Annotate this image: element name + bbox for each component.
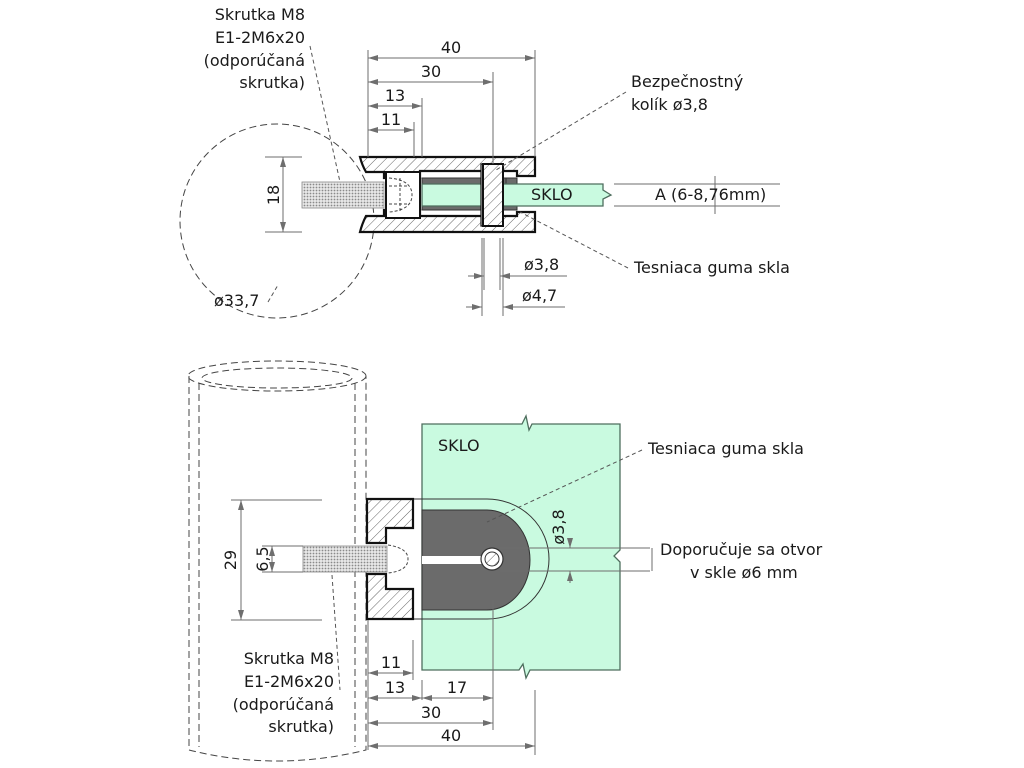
front-view: SKLO 29 6,5 ø3,8 Doporučuje sa bbox=[187, 360, 823, 762]
glass-label-front: SKLO bbox=[438, 436, 480, 455]
pipe-diameter-leader bbox=[267, 284, 279, 303]
pin-label-line2: kolík ø3,8 bbox=[631, 95, 708, 114]
dim-17-front: 17 bbox=[447, 678, 467, 697]
gasket-label-top: Tesniaca guma skla bbox=[633, 258, 790, 277]
pipe-outline-hidden bbox=[179, 123, 375, 319]
dim-13-front: 13 bbox=[385, 678, 405, 697]
glass-top-view bbox=[421, 183, 613, 207]
pin-label-line1: Bezpečnostný bbox=[631, 72, 743, 91]
pipe-hidden-outer bbox=[188, 376, 367, 762]
safety-pin bbox=[482, 163, 504, 227]
screw-head bbox=[385, 171, 421, 219]
screw-label-line4: skrutka) bbox=[239, 73, 305, 92]
dim-13-top: 13 bbox=[385, 86, 405, 105]
gasket-leader-top bbox=[519, 211, 629, 269]
dim-40-top: 40 bbox=[441, 38, 461, 57]
screw-label-line1: Skrutka M8 bbox=[215, 5, 305, 24]
hole-note-line1: Doporučuje sa otvor bbox=[660, 540, 823, 559]
dim-hole-diameter-top: ø4,7 bbox=[522, 286, 557, 305]
gasket-label-front: Tesniaca guma skla bbox=[647, 439, 804, 458]
screw-leader-front bbox=[331, 574, 341, 691]
screw-label-line3: (odporúčaná bbox=[204, 51, 305, 70]
pin-leader bbox=[495, 91, 627, 171]
screw-label-front-line1: Skrutka M8 bbox=[244, 649, 334, 668]
screw-thread-front bbox=[302, 545, 388, 573]
dim-11-front: 11 bbox=[381, 653, 401, 672]
dim-pin-diameter-top: ø3,8 bbox=[524, 255, 559, 274]
top-view: Skrutka M8 E1-2M6x20 (odporúčaná skrutka… bbox=[179, 5, 790, 319]
dim-18: 18 bbox=[264, 185, 283, 205]
dim-6-5: 6,5 bbox=[253, 546, 272, 571]
clamp-body-front-upper bbox=[365, 497, 415, 545]
dim-29: 29 bbox=[221, 550, 240, 570]
hole-note-line2: v skle ø6 mm bbox=[690, 563, 798, 582]
screw-label-line2: E1-2M6x20 bbox=[215, 28, 305, 47]
dim-30-top: 30 bbox=[421, 62, 441, 81]
glass-thickness-label: A (6-8,76mm) bbox=[655, 185, 766, 204]
screw-label-front-line3: (odporúčaná bbox=[233, 695, 334, 714]
screw-label-front-line2: E1-2M6x20 bbox=[244, 672, 334, 691]
screw-leader bbox=[309, 45, 341, 183]
dim-30-front: 30 bbox=[421, 703, 441, 722]
clamp-body-front-lower bbox=[365, 572, 415, 621]
screw-thread bbox=[301, 181, 385, 209]
screw-label-front-line4: skrutka) bbox=[268, 717, 334, 736]
dim-11-top: 11 bbox=[381, 110, 401, 129]
dim-pin-diameter-front: ø3,8 bbox=[549, 509, 568, 544]
pipe-diameter-label: ø33,7 bbox=[214, 291, 259, 310]
dim-40-front: 40 bbox=[441, 726, 461, 745]
gasket-leader-front bbox=[486, 449, 643, 523]
glass-label-top: SKLO bbox=[531, 185, 573, 204]
